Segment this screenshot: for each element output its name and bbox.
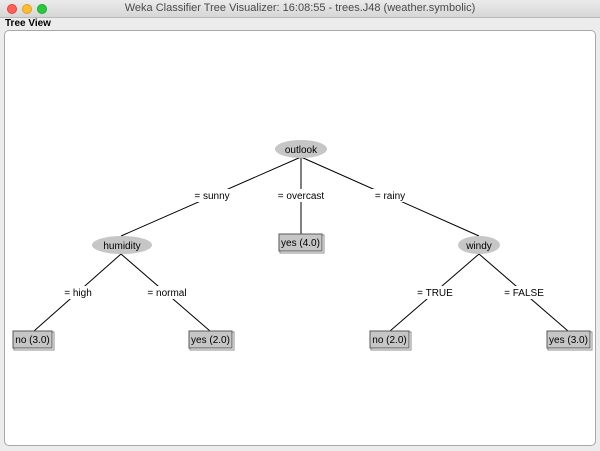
edge-label-sunny: = sunny bbox=[194, 191, 229, 202]
edge-label-true: = TRUE bbox=[417, 288, 453, 299]
edge-label-normal: = normal bbox=[147, 288, 186, 299]
leaf-label-overcast-yes: yes (4.0) bbox=[281, 238, 320, 249]
leaf-label-false-yes: yes (3.0) bbox=[549, 335, 588, 346]
leaf-label-true-no: no (2.0) bbox=[372, 335, 406, 346]
edge-label-overcast: = overcast bbox=[278, 191, 325, 202]
node-label-humidity: humidity bbox=[103, 241, 140, 252]
close-window-button[interactable] bbox=[7, 4, 17, 14]
tree-canvas[interactable]: = sunny = overcast = rainy = high = norm… bbox=[4, 30, 596, 446]
window-titlebar[interactable]: Weka Classifier Tree Visualizer: 16:08:5… bbox=[0, 0, 600, 18]
leaf-label-normal-yes: yes (2.0) bbox=[191, 335, 230, 346]
node-humidity[interactable]: humidity bbox=[92, 236, 152, 254]
leaf-overcast-yes[interactable]: yes (4.0) bbox=[278, 233, 325, 254]
leaf-true-no[interactable]: no (2.0) bbox=[369, 330, 412, 351]
edge-label-rainy: = rainy bbox=[375, 191, 405, 202]
node-windy[interactable]: windy bbox=[458, 236, 500, 254]
tree-view-label: Tree View bbox=[5, 18, 51, 29]
node-outlook[interactable]: outlook bbox=[275, 140, 327, 158]
minimize-window-button[interactable] bbox=[22, 4, 32, 14]
leaf-high-no[interactable]: no (3.0) bbox=[12, 330, 55, 351]
node-label-outlook: outlook bbox=[285, 145, 318, 156]
leaf-false-yes[interactable]: yes (3.0) bbox=[546, 330, 593, 351]
leaf-normal-yes[interactable]: yes (2.0) bbox=[188, 330, 235, 351]
edge-label-high: = high bbox=[64, 288, 92, 299]
leaf-label-high-no: no (3.0) bbox=[15, 335, 49, 346]
node-label-windy: windy bbox=[465, 241, 492, 252]
maximize-window-button[interactable] bbox=[37, 4, 47, 14]
tree-diagram[interactable]: = sunny = overcast = rainy = high = norm… bbox=[5, 31, 596, 446]
edge-label-false: = FALSE bbox=[504, 288, 544, 299]
window-title: Weka Classifier Tree Visualizer: 16:08:5… bbox=[124, 2, 476, 14]
